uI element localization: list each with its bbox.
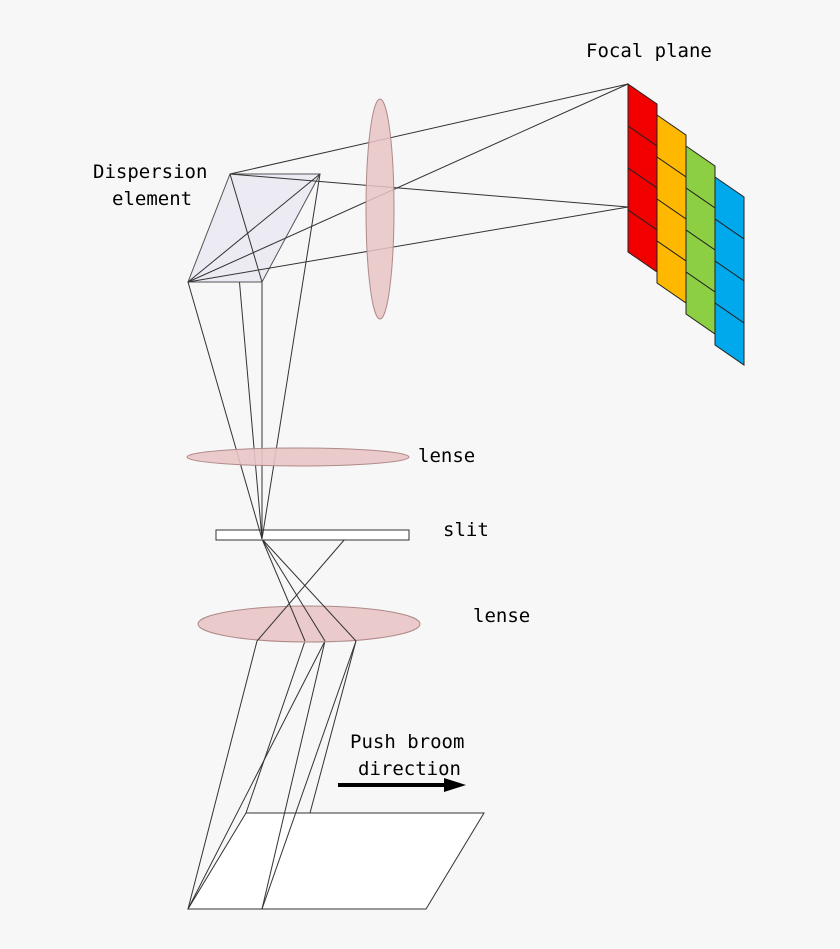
lower-lense-label: lense	[473, 605, 530, 627]
push-broom-label-line1: Push broom	[350, 731, 464, 753]
prism-to-focal-rays	[187, 83, 629, 283]
upper-lens	[186, 447, 410, 467]
ground-to-lens-rays	[187, 640, 357, 910]
ground-scene	[187, 812, 485, 910]
push-broom-label-line2: direction	[358, 758, 461, 780]
focusing-lens	[365, 98, 395, 320]
detector-cell	[714, 302, 745, 366]
dispersion-label-line1: Dispersion	[93, 161, 207, 183]
push-broom-arrow	[338, 778, 466, 792]
slit-label: slit	[443, 519, 489, 541]
lens-to-slit-rays	[256, 538, 357, 642]
dispersion-label-line2: element	[112, 188, 192, 210]
focal-plane-detector	[627, 83, 745, 366]
dispersion-element	[187, 173, 321, 283]
upper-lense-label: lense	[418, 445, 475, 467]
slit	[215, 529, 410, 541]
focal-plane-label: Focal plane	[586, 40, 712, 62]
lower-lens	[197, 605, 421, 643]
